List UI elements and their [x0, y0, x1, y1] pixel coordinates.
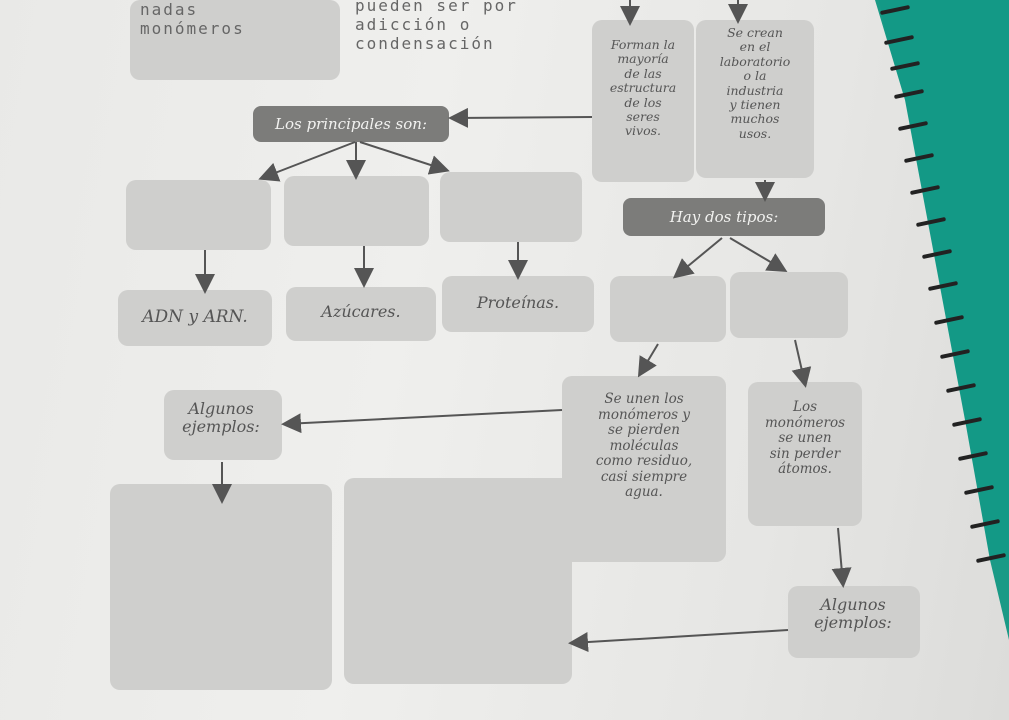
box-azucares [286, 287, 436, 341]
text-algunos-left: Algunos ejemplos: [182, 399, 260, 437]
handwritten-text-left: nadas monómeros [140, 0, 245, 39]
box-proteinas [442, 276, 594, 332]
box-adicion [748, 382, 862, 526]
text-azucares: Azúcares. [321, 302, 401, 321]
blank-box-example-1 [110, 484, 332, 690]
answer-box-top-left [130, 0, 340, 80]
blank-box-example-2 [344, 478, 572, 684]
text-mayoria: Forman la mayoría de las estructura de l… [609, 37, 677, 139]
blank-box-type-2 [730, 272, 848, 338]
box-mayoria [592, 20, 694, 182]
text-adn: ADN y ARN. [142, 307, 248, 327]
box-algunos-right [788, 586, 920, 658]
label-principales: Los principales son: [253, 106, 449, 142]
box-laboratorio [696, 20, 814, 178]
handwritten-text-right: pueden ser por adicción o condensación [355, 0, 518, 54]
blank-box-type-1 [610, 276, 726, 342]
text-proteinas: Proteínas. [476, 293, 560, 312]
blank-box-2 [284, 176, 429, 246]
box-condensacion [562, 376, 726, 562]
text-laboratorio: Se crean en el laboratorio o la industri… [719, 25, 791, 141]
label-dos-tipos: Hay dos tipos: [623, 198, 825, 236]
blank-box-3 [440, 172, 582, 242]
text-adicion: Los monómeros se unen sin perder átomos. [764, 399, 846, 478]
box-algunos-left [164, 390, 282, 460]
box-adn [118, 290, 272, 346]
text-condensacion: Se unen los monómeros y se pierden moléc… [595, 391, 693, 501]
text-algunos-right: Algunos ejemplos: [814, 595, 892, 633]
blank-box-1 [126, 180, 271, 250]
